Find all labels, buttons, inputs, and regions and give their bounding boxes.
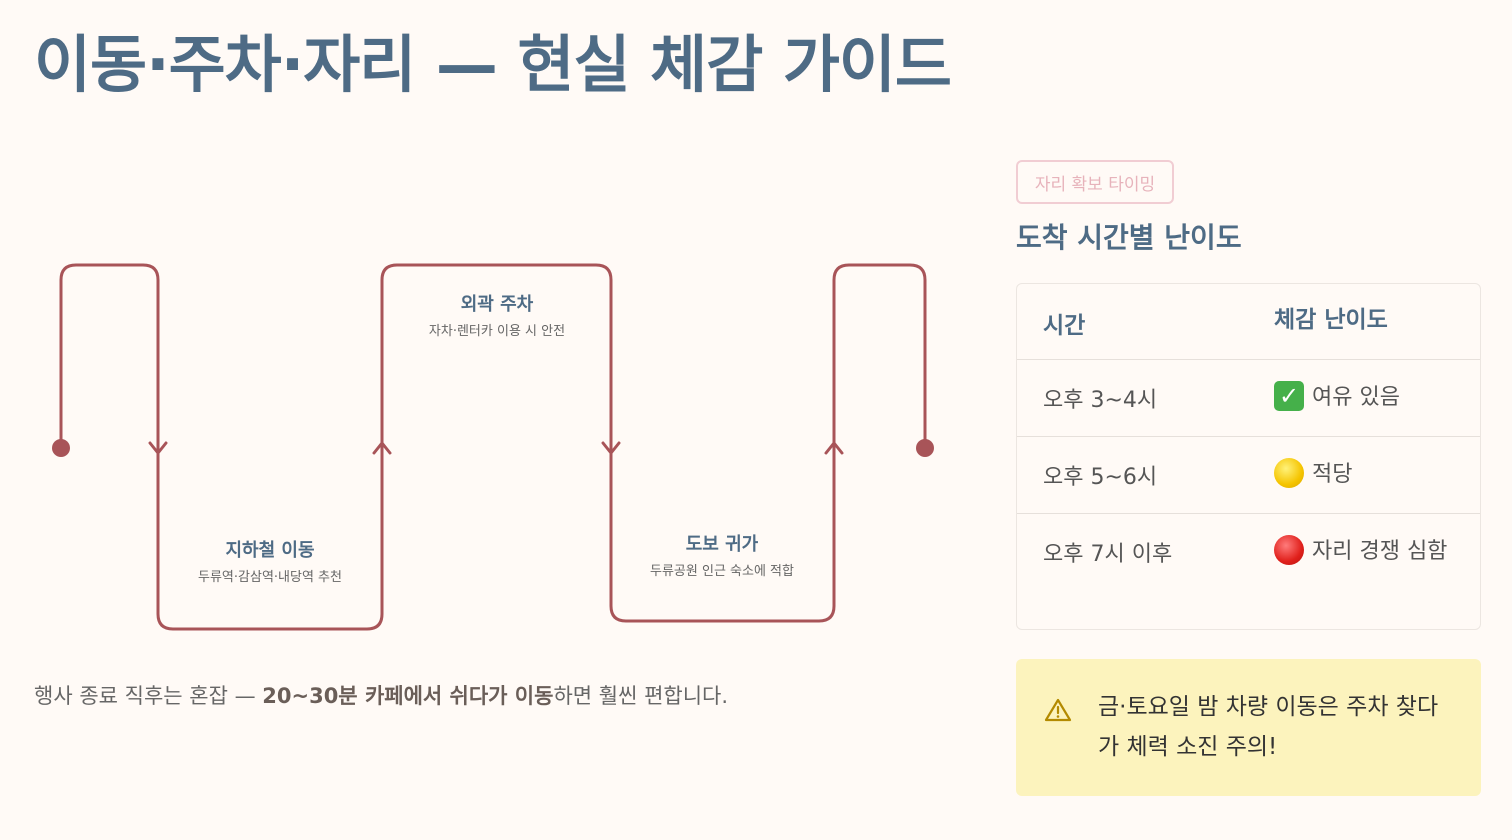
- section-tag: 자리 확보 타이밍: [1016, 160, 1174, 204]
- arrow-down-icon: [601, 441, 621, 455]
- note-highlight: 20~30분 카페에서 쉬다가 이동: [262, 684, 554, 708]
- table-row: 오후 3~4시 ✓ 여유 있음: [1017, 360, 1480, 437]
- step-title: 외곽 주차: [460, 294, 534, 315]
- step-title: 도보 귀가: [685, 534, 759, 555]
- row-difficulty-label: 적당: [1312, 462, 1353, 487]
- step-parking: 외곽 주차 자차·렌터카 이용 시 안전: [407, 290, 587, 341]
- row-difficulty-label: 여유 있음: [1312, 385, 1400, 410]
- flow-path-svg: [52, 263, 934, 631]
- row-difficulty-label: 자리 경쟁 심함: [1312, 539, 1448, 564]
- note-prefix: 행사 종료 직후는 혼잡 —: [34, 684, 263, 708]
- flow-diagram: 지하철 이동 두류역·감삼역·내당역 추천 외곽 주차 자차·렌터카 이용 시 …: [52, 263, 934, 631]
- flow-start-dot: [52, 439, 70, 457]
- header-time: 시간: [1043, 313, 1086, 339]
- difficulty-table: 시간 체감 난이도 오후 3~4시 ✓ 여유 있음 오후 5~6시 적당 오후 7…: [1016, 283, 1481, 630]
- page-title: 이동·주차·자리 — 현실 체감 가이드: [34, 28, 952, 101]
- section-subtitle: 도착 시간별 난이도: [1016, 221, 1242, 254]
- header-difficulty: 체감 난이도: [1274, 307, 1388, 333]
- row-time: 오후 7시 이후: [1043, 542, 1173, 567]
- flow-path: [59, 263, 927, 631]
- arrow-down-icon: [148, 441, 168, 455]
- warning-callout: 금·토요일 밤 차량 이동은 주차 찾다가 체력 소진 주의!: [1016, 659, 1481, 796]
- row-difficulty: ✓ 여유 있음: [1274, 378, 1454, 418]
- step-description: 두류공원 인근 숙소에 적합: [650, 564, 794, 579]
- row-difficulty: 자리 경쟁 심함: [1274, 532, 1454, 572]
- warning-icon: [1044, 698, 1072, 722]
- step-walk: 도보 귀가 두류공원 인근 숙소에 적합: [642, 530, 802, 581]
- step-subway: 지하철 이동 두류역·감삼역·내당역 추천: [190, 536, 350, 587]
- row-time: 오후 5~6시: [1043, 465, 1158, 490]
- row-difficulty: 적당: [1274, 455, 1454, 495]
- row-time: 오후 3~4시: [1043, 388, 1158, 413]
- warning-text: 금·토요일 밤 차량 이동은 주차 찾다가 체력 소진 주의!: [1098, 694, 1439, 760]
- step-description: 자차·렌터카 이용 시 안전: [428, 324, 566, 339]
- table-row: 오후 5~6시 적당: [1017, 437, 1480, 514]
- note-suffix: 하면 훨씬 편합니다.: [553, 684, 729, 708]
- yellow-circle-icon: [1274, 458, 1304, 488]
- table-header-row: 시간 체감 난이도: [1017, 284, 1480, 360]
- check-mark-icon: ✓: [1274, 381, 1304, 411]
- table-row: 오후 7시 이후 자리 경쟁 심함: [1017, 514, 1480, 629]
- congestion-note: 행사 종료 직후는 혼잡 — 20~30분 카페에서 쉬다가 이동하면 훨씬 편…: [34, 680, 728, 710]
- red-circle-icon: [1274, 535, 1304, 565]
- arrow-up-icon: [824, 441, 844, 455]
- step-description: 두류역·감삼역·내당역 추천: [198, 570, 342, 585]
- arrow-up-icon: [372, 441, 392, 455]
- step-title: 지하철 이동: [225, 540, 315, 561]
- flow-end-dot: [916, 439, 934, 457]
